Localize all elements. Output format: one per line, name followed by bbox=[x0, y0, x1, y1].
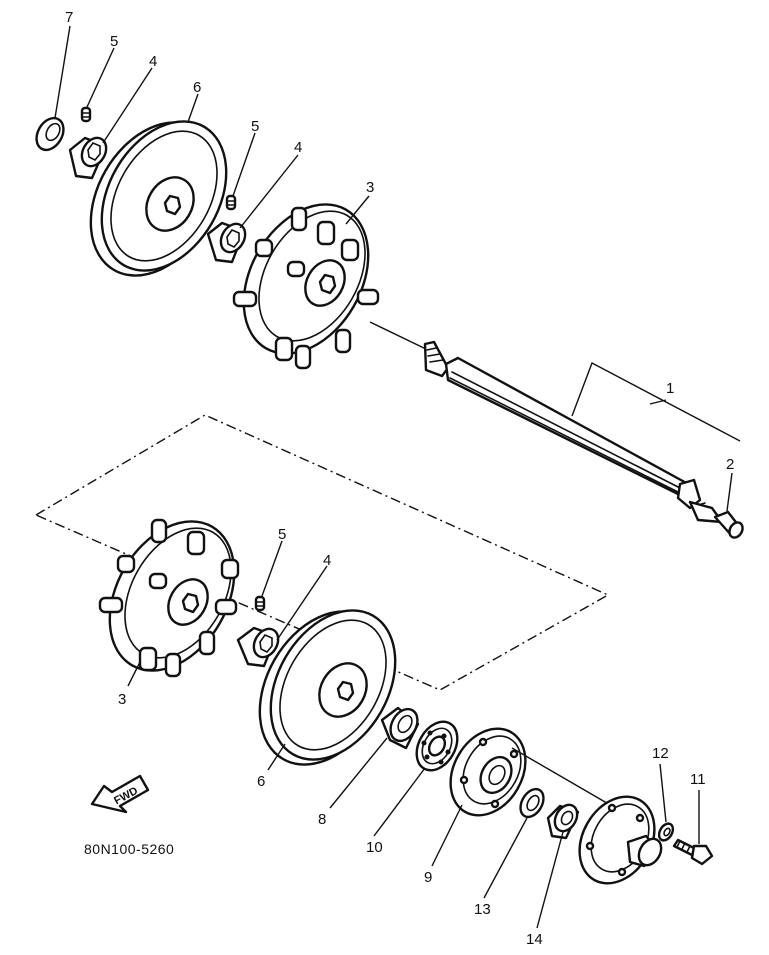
end-plug-part-2 bbox=[713, 510, 744, 539]
idler-wheel-part-6-upper bbox=[89, 120, 228, 277]
leader-part-4-upper bbox=[102, 67, 153, 144]
callout-9: 9 bbox=[424, 869, 432, 886]
leader-part-7 bbox=[54, 25, 71, 119]
pin-part-5-middle bbox=[225, 194, 237, 211]
end-cap-part-7 bbox=[35, 116, 65, 152]
lock-washer-part-12 bbox=[657, 822, 675, 842]
lock-nut-part-14 bbox=[546, 803, 580, 840]
housing-plate-part-9 bbox=[449, 727, 527, 817]
collar-part-4-middle bbox=[206, 221, 247, 264]
callout-10: 10 bbox=[366, 839, 383, 856]
forward-arrow-icon: FWD bbox=[90, 774, 150, 814]
leader-part-3-upper bbox=[345, 195, 370, 225]
callout-6-upper: 6 bbox=[193, 79, 201, 96]
leader-part-10 bbox=[373, 767, 426, 837]
washer-part-13 bbox=[519, 787, 545, 819]
hub-axis-line bbox=[511, 747, 613, 807]
leader-part-5-lower bbox=[261, 540, 283, 597]
leader-part-5-middle bbox=[232, 132, 256, 197]
callout-6-lower: 6 bbox=[257, 773, 265, 790]
leader-part-6-upper bbox=[187, 93, 199, 123]
sprocket-part-3-lower bbox=[98, 518, 240, 678]
callout-3-lower: 3 bbox=[118, 691, 126, 708]
callout-8: 8 bbox=[318, 811, 326, 828]
leader-part-12 bbox=[659, 763, 667, 823]
leader-part-6-lower bbox=[267, 743, 286, 771]
drive-axle-part-1 bbox=[423, 340, 724, 524]
callout-4-upper: 4 bbox=[149, 53, 157, 70]
callout-12: 12 bbox=[652, 745, 669, 762]
collar-part-4-upper bbox=[68, 136, 108, 180]
callout-3-upper: 3 bbox=[366, 179, 374, 196]
leader-part-13 bbox=[483, 817, 528, 899]
callout-7: 7 bbox=[65, 9, 73, 26]
callout-4-lower: 4 bbox=[323, 552, 331, 569]
sprocket-part-3-upper bbox=[232, 203, 380, 370]
leader-part-4-lower bbox=[276, 565, 328, 641]
spacer-part-8 bbox=[380, 706, 420, 750]
leader-part-1 bbox=[571, 362, 741, 442]
leader-part-5-upper bbox=[86, 47, 115, 108]
leader-part-2 bbox=[726, 472, 733, 512]
callout-1: 1 bbox=[666, 380, 674, 397]
bearing-part-10 bbox=[415, 720, 459, 772]
mating-hub bbox=[578, 795, 663, 885]
callout-2: 2 bbox=[726, 456, 734, 473]
drawing-code: 80N100-5260 bbox=[84, 841, 174, 857]
leader-part-1-stem bbox=[649, 399, 667, 405]
pin-part-5-upper bbox=[80, 106, 92, 123]
pin-part-5-lower bbox=[254, 595, 266, 612]
callout-13: 13 bbox=[474, 901, 491, 918]
callout-14: 14 bbox=[526, 931, 543, 948]
shaft-axis-line bbox=[369, 321, 429, 351]
bolt-part-11 bbox=[672, 838, 714, 866]
callout-11: 11 bbox=[690, 771, 706, 788]
leader-part-4-middle bbox=[239, 154, 299, 229]
callout-5-lower: 5 bbox=[278, 526, 286, 543]
collar-part-4-lower bbox=[236, 626, 280, 668]
leader-part-14 bbox=[536, 831, 564, 929]
idler-wheel-part-6-lower bbox=[258, 609, 397, 766]
leader-part-3-lower bbox=[127, 661, 141, 687]
leader-part-9 bbox=[431, 804, 463, 867]
callout-4-middle: 4 bbox=[294, 139, 302, 156]
callout-5-middle: 5 bbox=[251, 118, 259, 135]
leader-part-8 bbox=[329, 737, 388, 809]
callout-5-upper: 5 bbox=[110, 33, 118, 50]
